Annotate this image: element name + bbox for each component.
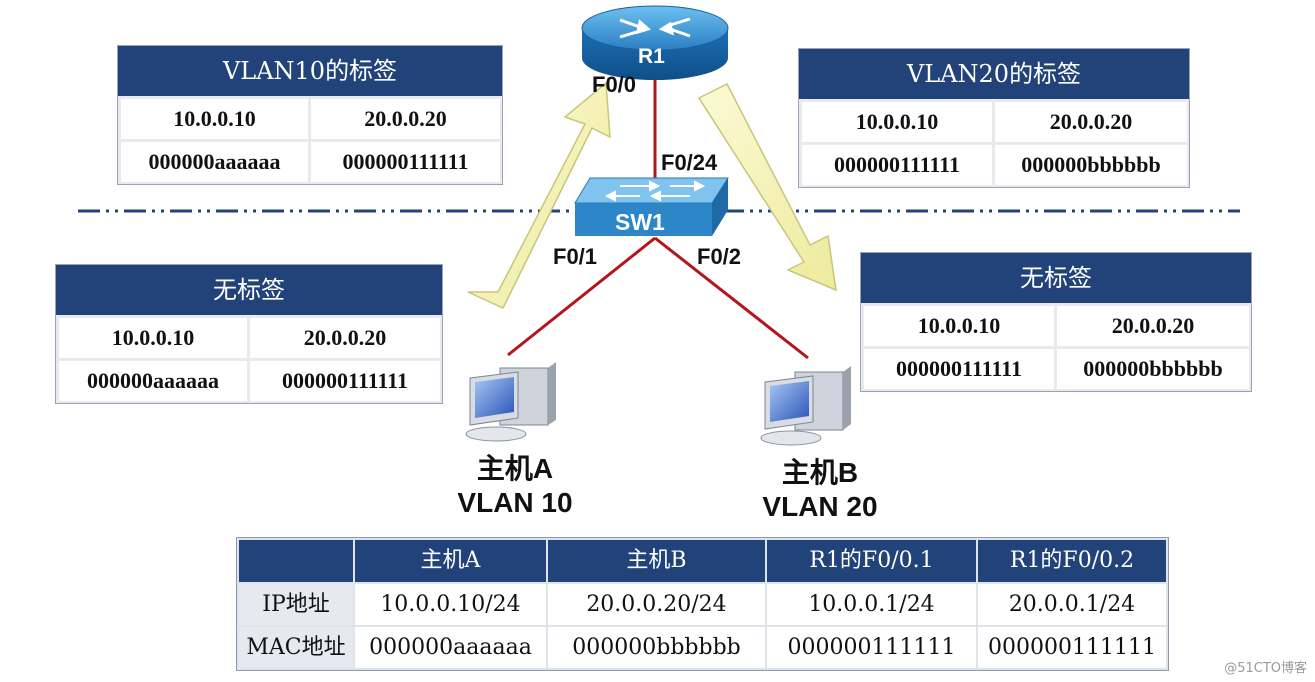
row-header-ip: IP地址 — [239, 584, 353, 625]
box-ip-dst: 20.0.0.20 — [250, 318, 440, 358]
table-cell: 000000aaaaaa — [355, 627, 546, 668]
box-mac-dst: 000000111111 — [250, 361, 440, 401]
watermark: @51CTO博客 — [1224, 661, 1307, 676]
vlan20-tag-box: VLAN20的标签 10.0.0.10 20.0.0.20 0000001111… — [798, 48, 1190, 188]
arrow-down-right — [697, 82, 837, 292]
arrow-up-left — [467, 81, 611, 309]
box-ip-dst: 20.0.0.20 — [1057, 306, 1249, 346]
table-corner — [239, 540, 353, 582]
table-cell: 20.0.0.1/24 — [978, 584, 1166, 625]
router-icon — [581, 5, 729, 80]
table-cell: 20.0.0.20/24 — [548, 584, 765, 625]
router-label: R1 — [638, 45, 665, 68]
box-title: VLAN10的标签 — [118, 46, 502, 96]
box-ip-src: 10.0.0.10 — [802, 102, 992, 142]
port-label-uplink: F0/24 — [661, 150, 718, 175]
box-ip-src: 10.0.0.10 — [121, 99, 308, 139]
host-b-label: 主机B VLAN 20 — [745, 456, 895, 524]
box-ip-dst: 20.0.0.20 — [995, 102, 1187, 142]
host-b-computer-icon — [760, 366, 851, 446]
column-header: R1的F0/0.1 — [767, 540, 976, 582]
table-cell: 10.0.0.10/24 — [355, 584, 546, 625]
host-b-vlan: VLAN 20 — [762, 491, 878, 522]
box-mac-src: 000000111111 — [864, 349, 1054, 389]
table-cell: 000000bbbbbb — [548, 627, 765, 668]
port-label-router: F0/0 — [592, 72, 637, 97]
vlan10-tag-box: VLAN10的标签 10.0.0.10 20.0.0.20 000000aaaa… — [117, 45, 503, 185]
port-label-f02: F0/2 — [697, 244, 742, 269]
box-mac-src: 000000aaaaaa — [59, 361, 247, 401]
column-header: 主机B — [548, 540, 765, 582]
table-cell: 000000111111 — [767, 627, 976, 668]
box-title: 无标签 — [861, 253, 1251, 303]
table-cell: 10.0.0.1/24 — [767, 584, 976, 625]
box-mac-src: 000000111111 — [802, 145, 992, 185]
untagged-left-box: 无标签 10.0.0.10 20.0.0.20 000000aaaaaa 000… — [55, 264, 443, 404]
box-title: 无标签 — [56, 265, 442, 315]
switch-icon — [574, 177, 729, 236]
row-header-mac: MAC地址 — [239, 627, 353, 668]
host-a-computer-icon — [465, 362, 556, 442]
link-sw1-hostA — [507, 236, 656, 357]
link-sw1-hostB — [654, 236, 809, 360]
column-header: R1的F0/0.2 — [978, 540, 1166, 582]
box-ip-src: 10.0.0.10 — [864, 306, 1054, 346]
host-a-name: 主机A — [476, 453, 554, 484]
address-table: 主机A 主机B R1的F0/0.1 R1的F0/0.2 IP地址 10.0.0.… — [236, 537, 1169, 671]
host-b-name: 主机B — [781, 457, 859, 488]
host-a-label: 主机A VLAN 10 — [440, 452, 590, 520]
port-label-f01: F0/1 — [553, 244, 598, 269]
column-header: 主机A — [355, 540, 546, 582]
host-a-vlan: VLAN 10 — [457, 487, 573, 518]
box-mac-dst: 000000111111 — [311, 142, 500, 182]
switch-label: SW1 — [615, 209, 665, 235]
box-mac-dst: 000000bbbbbb — [1057, 349, 1249, 389]
box-mac-dst: 000000bbbbbb — [995, 145, 1187, 185]
table-cell: 000000111111 — [978, 627, 1166, 668]
box-mac-src: 000000aaaaaa — [121, 142, 308, 182]
box-title: VLAN20的标签 — [799, 49, 1189, 99]
box-ip-dst: 20.0.0.20 — [311, 99, 500, 139]
untagged-right-box: 无标签 10.0.0.10 20.0.0.20 000000111111 000… — [860, 252, 1252, 392]
box-ip-src: 10.0.0.10 — [59, 318, 247, 358]
